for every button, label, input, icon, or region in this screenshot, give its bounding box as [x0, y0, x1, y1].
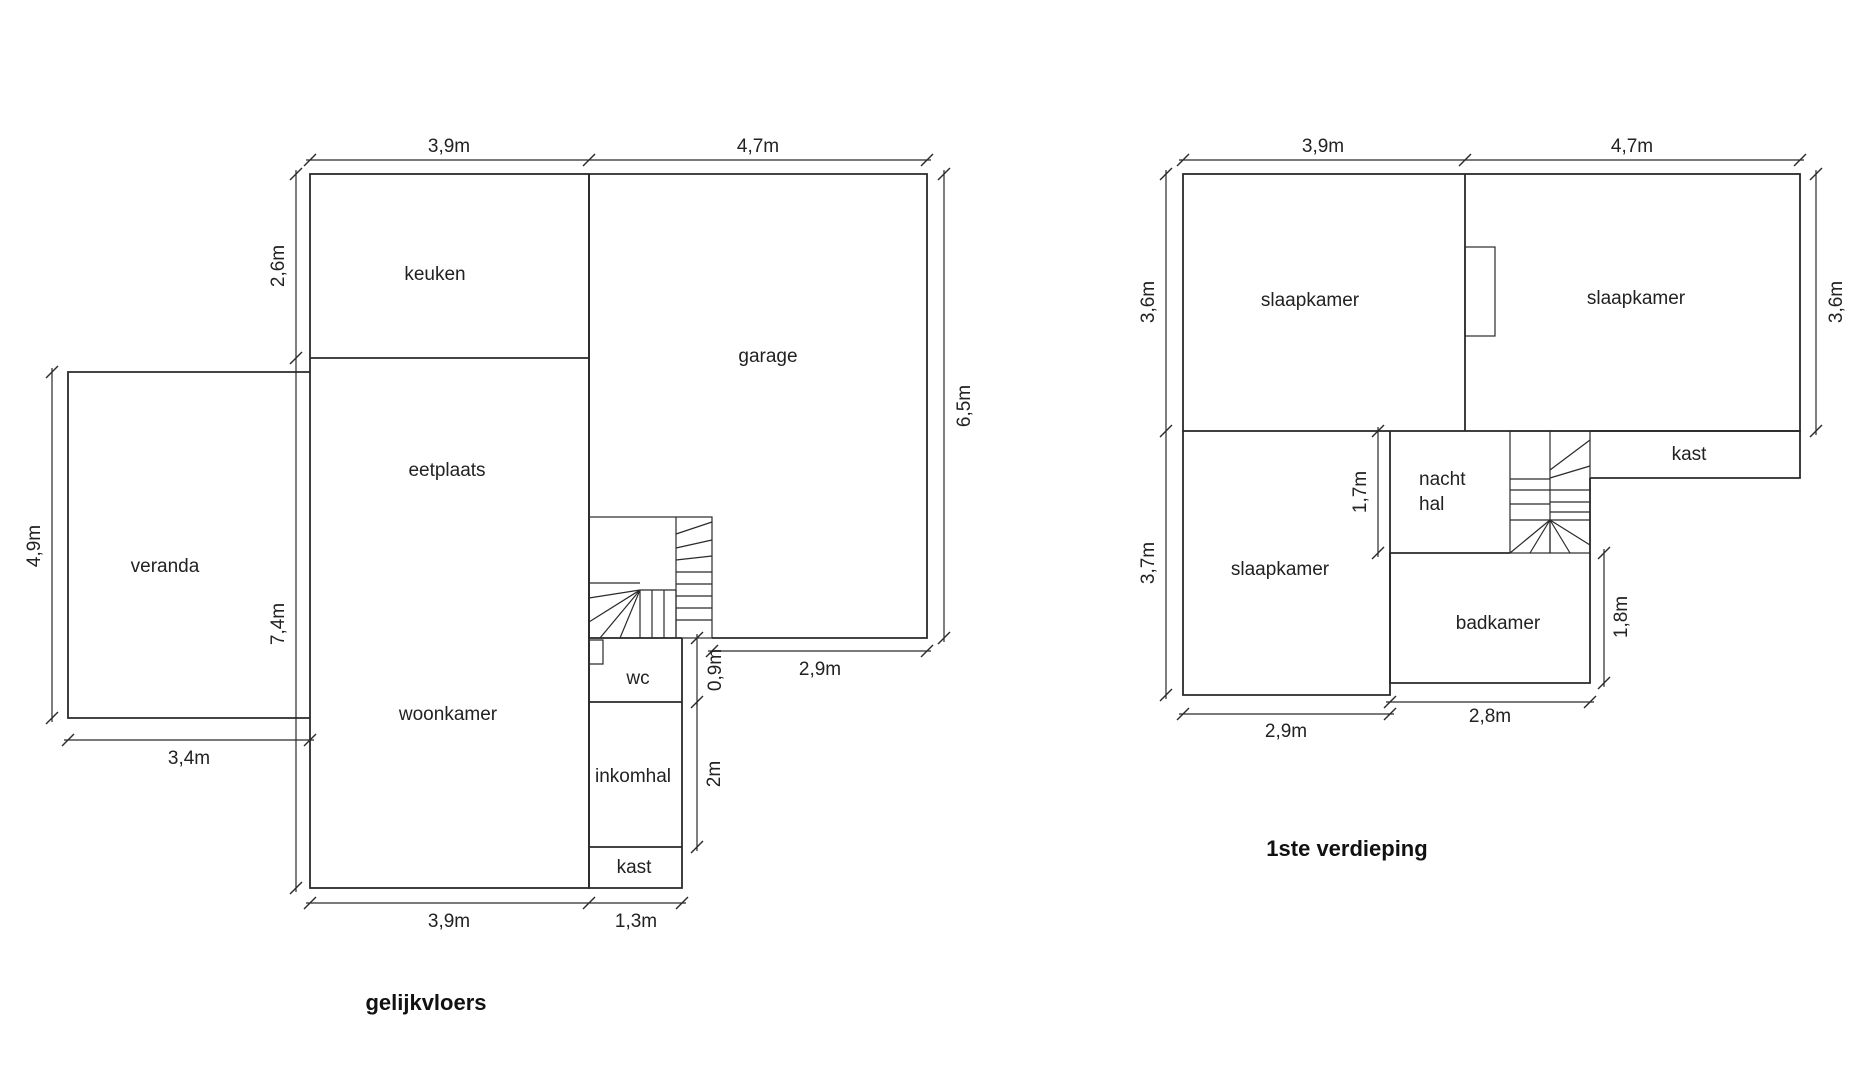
dim-gf-inkomhal-height: 2m	[704, 761, 725, 787]
dim-gf-right: 6,5m	[954, 385, 975, 427]
dim-gf-left-lower: 7,4m	[268, 603, 289, 645]
room-label-eetplaats: eetplaats	[408, 460, 485, 481]
room-label-kast: kast	[617, 857, 653, 878]
dim-gf-veranda-width: 3,4m	[168, 748, 210, 769]
ground-floor-dimension-lines	[45, 153, 951, 910]
room-label-nachthal-line2: hal	[1419, 494, 1444, 515]
first-floor-staircase	[1509, 431, 1591, 554]
room-label-slaapkamer-bottom-left: slaapkamer	[1231, 559, 1330, 580]
first-floor-dimension-labels: 3,9m 4,7m 3,6m 3,7m 3,6m 1,7m 1,8m 2,9m …	[1138, 136, 1847, 742]
first-floor-dimension-lines	[1159, 153, 1823, 721]
dim-ff-left-lower: 3,7m	[1138, 542, 1159, 584]
room-label-slaapkamer-top-right: slaapkamer	[1587, 288, 1686, 309]
dim-ff-top-right: 4,7m	[1611, 136, 1653, 157]
dim-gf-bottom-right: 1,3m	[615, 911, 657, 932]
ground-floor-plan: keuken garage eetplaats veranda woonkame…	[24, 136, 975, 1015]
room-label-keuken: keuken	[404, 264, 465, 285]
first-floor-walls	[1182, 173, 1801, 696]
dim-gf-wc-gap: 0,9m	[705, 649, 726, 691]
dim-ff-right: 3,6m	[1826, 281, 1847, 323]
first-floor-room-labels: slaapkamer slaapkamer slaapkamer nacht h…	[1231, 288, 1707, 634]
ground-floor-title: gelijkvloers	[365, 990, 486, 1015]
dim-ff-left-upper: 3,6m	[1138, 281, 1159, 323]
room-label-garage: garage	[738, 346, 797, 367]
first-floor-plan: slaapkamer slaapkamer slaapkamer nacht h…	[1138, 136, 1847, 861]
dim-ff-bottom-left: 2,9m	[1265, 721, 1307, 742]
room-label-kast-first: kast	[1672, 444, 1708, 465]
dim-gf-bottom-left: 3,9m	[428, 911, 470, 932]
ground-floor-room-labels: keuken garage eetplaats veranda woonkame…	[131, 264, 798, 878]
ground-floor-dimension-labels: 3,9m 4,7m 2,6m 7,4m 6,5m 4,9m 3,4m 2,9m …	[24, 136, 975, 932]
room-label-wc: wc	[625, 668, 649, 689]
room-label-slaapkamer-top-left: slaapkamer	[1261, 290, 1360, 311]
dim-gf-garage-bottom: 2,9m	[799, 659, 841, 680]
ground-floor-staircase	[588, 516, 713, 639]
dim-ff-badkamer-height: 1,8m	[1611, 596, 1632, 638]
dim-ff-nachthal-height: 1,7m	[1350, 471, 1371, 513]
room-label-veranda: veranda	[131, 556, 200, 577]
room-label-inkomhal: inkomhal	[595, 766, 671, 787]
room-label-nachthal-line1: nacht	[1419, 469, 1466, 490]
dim-gf-left-upper: 2,6m	[268, 245, 289, 287]
dim-gf-top-left: 3,9m	[428, 136, 470, 157]
dim-ff-bottom-right: 2,8m	[1469, 706, 1511, 727]
room-label-badkamer: badkamer	[1456, 613, 1541, 634]
dim-gf-top-right: 4,7m	[737, 136, 779, 157]
dim-ff-top-left: 3,9m	[1302, 136, 1344, 157]
ground-floor-walls	[67, 173, 928, 889]
room-label-woonkamer: woonkamer	[398, 704, 498, 725]
dim-gf-veranda-height: 4,9m	[24, 525, 45, 567]
first-floor-title: 1ste verdieping	[1266, 836, 1427, 861]
